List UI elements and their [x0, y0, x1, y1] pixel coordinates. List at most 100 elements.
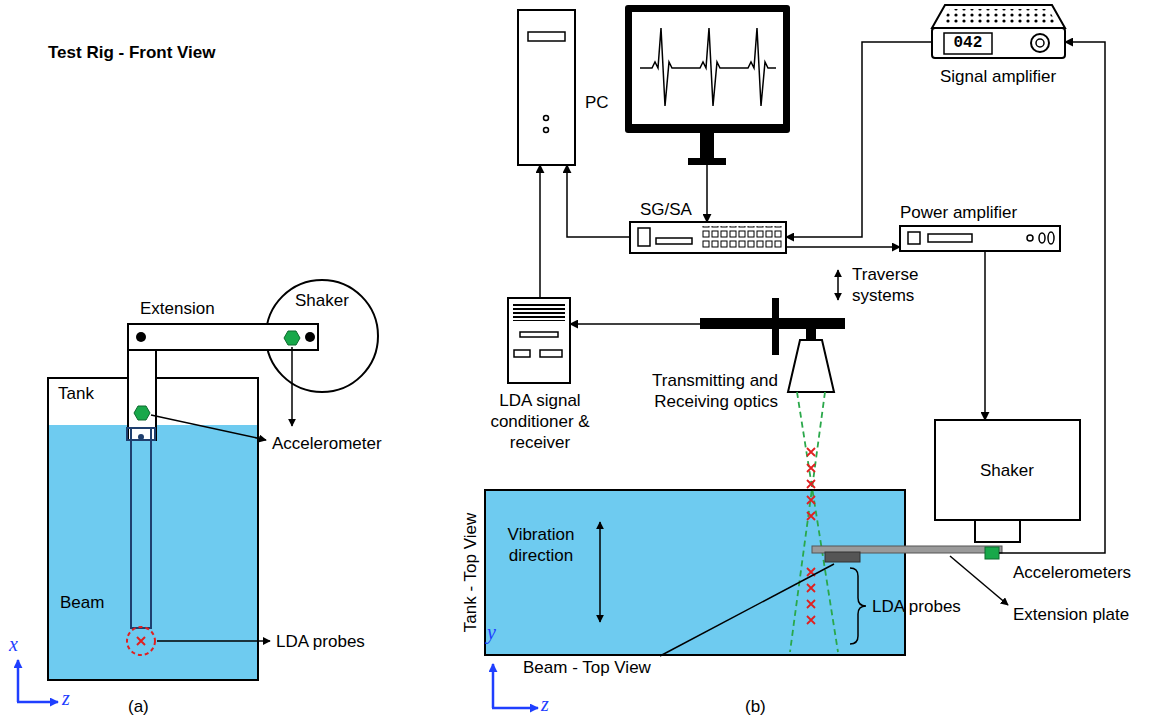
beam-front: [138, 434, 144, 440]
lda-receiver: LDA signal conditioner & receiver: [508, 298, 570, 383]
sg-sa-device: [630, 222, 786, 253]
signal-connector: [567, 165, 630, 237]
accelerometer-symbol: [134, 406, 150, 420]
signal-connector: [786, 246, 900, 248]
power-amplifier-device: [900, 226, 1060, 251]
signal-connector: [570, 323, 700, 325]
node-label: PC: [585, 92, 609, 113]
beam-top: [825, 552, 860, 562]
node-label: Extension: [140, 298, 215, 319]
node-label: Tank: [58, 383, 94, 404]
traverse-system: [837, 270, 839, 300]
leader-line: [157, 640, 270, 642]
node-label: SG/SA: [640, 199, 692, 220]
lda-receiver-device: [520, 332, 558, 337]
lda-probe-mark: [127, 627, 155, 655]
annotation: Vibration direction: [492, 524, 590, 566]
beam-front: [131, 428, 151, 628]
extension-arm: [136, 332, 146, 342]
shaker-body: [975, 520, 1020, 542]
pc-monitor: [632, 12, 783, 124]
accelerometer-symbol: [134, 331, 300, 420]
signal-amplifier-device: [932, 28, 1065, 58]
power-amplifier-device: [1048, 232, 1054, 244]
leader-line: [660, 564, 834, 656]
shaker-body: [935, 420, 1080, 520]
optics-head: Transmitting and Receiving optics: [788, 340, 834, 392]
extension-arm: Extension: [128, 324, 318, 350]
node-label: Traverse systems: [852, 264, 934, 306]
power-amplifier-device: [900, 226, 1060, 251]
axis-label: z: [541, 694, 549, 715]
laser-beam: [790, 392, 825, 652]
sg-sa-device: [638, 228, 650, 246]
traverse-system: [806, 329, 816, 340]
node-label: Power amplifier: [900, 202, 1017, 223]
signal-generator-analyser: SG/SA: [630, 222, 786, 253]
extension-arm: [128, 324, 318, 350]
axis-arrow: [17, 660, 58, 702]
tank-top: [485, 490, 905, 655]
node-label: LDA signal conditioner & receiver: [481, 390, 599, 453]
axis-arrow: [492, 664, 495, 708]
optics-head: [788, 340, 834, 392]
node-label: Signal amplifier: [940, 66, 1056, 87]
accelerometer-symbol: [284, 331, 300, 345]
pc-monitor: [640, 28, 776, 106]
pc-monitor: [625, 5, 790, 133]
annotation: LDA probes: [872, 596, 961, 617]
leader-line: [151, 347, 292, 641]
lda-receiver-device: [540, 350, 562, 357]
laser-beam: [797, 392, 838, 652]
power-amplifier-device: [1027, 235, 1033, 241]
power-amplifier-device: [1039, 233, 1045, 243]
power-amplifier-device: [908, 232, 920, 244]
panel-title: Test Rig - Front View: [48, 42, 216, 63]
tank-front: TankBeam: [48, 378, 258, 680]
beam-front: [127, 428, 155, 628]
shaker-body: Shaker: [935, 420, 1080, 520]
node-label: Beam - Top View: [523, 657, 651, 678]
signal-amplifier-device: [940, 9, 1058, 25]
signal-connector: [984, 251, 986, 420]
annotation: Accelerometer: [272, 433, 382, 454]
sg-sa-device: [656, 238, 692, 244]
shaker-circle: Shaker: [266, 280, 378, 392]
sg-sa-device: [702, 226, 782, 248]
probe-volume-mark: [807, 448, 815, 624]
shaker-body: [935, 420, 1080, 542]
pc-monitor: [625, 5, 790, 165]
node-label: Tank - Top View: [460, 512, 481, 631]
power-amplifier-device: [928, 234, 972, 242]
pc-monitor: [688, 158, 726, 165]
lda-receiver-device: [513, 303, 565, 321]
signal-amplifier-device: [932, 5, 1065, 58]
annotation: Extension plate: [1013, 604, 1129, 625]
leader-line: [151, 415, 266, 440]
node-label: Shaker: [980, 460, 1034, 481]
panel-label: (b): [745, 696, 766, 717]
pc-tower: [544, 128, 549, 133]
extension-arm: [128, 324, 318, 440]
pc-monitor: [700, 133, 714, 158]
laser-beam: [790, 392, 838, 652]
node-label: Beam: [60, 592, 104, 613]
pc-tower: [528, 32, 565, 41]
signal-amplifier-device: [1031, 34, 1049, 52]
node-label: Transmitting and Receiving optics: [636, 370, 778, 412]
sg-sa-device: [630, 222, 786, 253]
lda-receiver-device: [508, 298, 570, 383]
annotation: LDA probes: [276, 631, 365, 652]
lda-receiver-device: [508, 298, 570, 383]
pc-unit: PC: [518, 5, 790, 165]
extension-arm: [305, 332, 315, 342]
beam-front: Beam: [131, 428, 151, 628]
axis-label: z: [62, 688, 70, 709]
node-label: Accelerometers: [1013, 562, 1131, 583]
signal-amplifier: 042Signal amplifier: [932, 5, 1065, 58]
pc-tower: [544, 116, 549, 121]
accelerometer: Accelerometers: [985, 547, 999, 559]
leader-line: [599, 522, 601, 622]
display-readout: 042: [954, 34, 983, 53]
